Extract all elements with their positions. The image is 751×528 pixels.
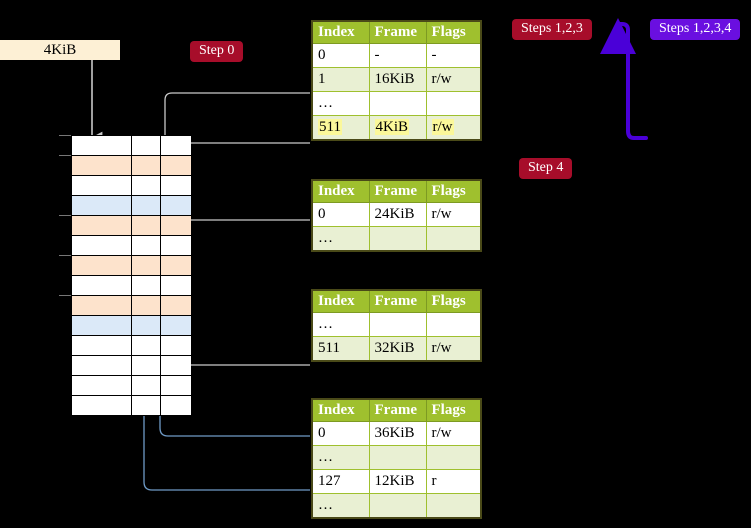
cell-flags (425, 445, 482, 470)
cell-frame: 4KiB (368, 115, 427, 140)
cell-frame: 12KiB (368, 469, 427, 494)
table-header-row: Index Frame Flags (311, 398, 482, 422)
cell-index: 0 (311, 421, 370, 446)
cell-index: … (311, 493, 370, 518)
table-row: … (311, 445, 482, 470)
physical-memory-column (71, 135, 191, 416)
table-header-row: Index Frame Flags (311, 179, 482, 203)
column-header-index: Index (311, 20, 370, 44)
table-row: … (311, 493, 482, 518)
cell-flags (425, 226, 482, 251)
highlight: 4KiB (374, 118, 410, 135)
cell-index: 511 (311, 336, 370, 361)
cell-flags: r/w (425, 67, 482, 92)
cell-index: 1 (311, 67, 370, 92)
highlight: r/w (431, 118, 454, 135)
table-row: … (311, 91, 482, 116)
column-header-frame: Frame (368, 289, 427, 313)
badge-steps-123: Steps 1,2,3 (512, 19, 592, 40)
table-row: 0-- (311, 43, 482, 68)
memory-column-divider (160, 136, 161, 416)
cell-index: 0 (311, 202, 370, 227)
cell-frame: 16KiB (368, 67, 427, 92)
badge-step-4: Step 4 (519, 158, 573, 179)
cell-flags: r/w (425, 202, 482, 227)
table-row: … (311, 226, 482, 251)
column-header-flags: Flags (425, 398, 482, 422)
cell-frame (368, 493, 427, 518)
table-row: 511 4KiB r/w (311, 115, 482, 140)
table-row: … (311, 312, 482, 337)
column-header-flags: Flags (425, 20, 482, 44)
cell-flags: r/w (425, 336, 482, 361)
cell-frame (368, 226, 427, 251)
wire-t1-row511 (174, 142, 310, 164)
column-header-index: Index (311, 289, 370, 313)
cell-frame: 24KiB (368, 202, 427, 227)
badge-steps-1234: Steps 1,2,3,4 (650, 19, 741, 40)
memory-column-divider (131, 136, 132, 416)
memory-row-tick (59, 255, 71, 256)
cell-index: … (311, 312, 370, 337)
column-header-frame: Frame (368, 20, 427, 44)
table-header-row: Index Frame Flags (311, 20, 482, 44)
column-header-frame: Frame (368, 179, 427, 203)
cell-index: 127 (311, 469, 370, 494)
cell-index: … (311, 226, 370, 251)
size-label-4kib: 4KiB (0, 40, 120, 60)
memory-row-tick (59, 215, 71, 216)
cell-frame (368, 91, 427, 116)
cell-frame: 36KiB (368, 421, 427, 446)
cell-index: 511 (311, 115, 370, 140)
cell-flags: r (425, 469, 482, 494)
badge-step-0: Step 0 (190, 41, 244, 62)
column-header-frame: Frame (368, 398, 427, 422)
wire-t2-row0 (177, 219, 310, 258)
wire-steps-bracket (600, 18, 648, 140)
highlight: 511 (318, 118, 342, 135)
size-label-text: 4KiB (43, 42, 77, 58)
column-header-index: Index (311, 398, 370, 422)
column-header-flags: Flags (425, 179, 482, 203)
cell-flags: - (425, 43, 482, 68)
memory-row-tick (59, 135, 71, 136)
column-header-index: Index (311, 179, 370, 203)
cell-flags (425, 91, 482, 116)
column-header-flags: Flags (425, 289, 482, 313)
cell-flags: r/w (425, 115, 482, 140)
cell-flags (425, 493, 482, 518)
memory-row-tick (59, 295, 71, 296)
cell-flags: r/w (425, 421, 482, 446)
memory-row-tick (59, 155, 71, 156)
cell-index: … (311, 445, 370, 470)
table-header-row: Index Frame Flags (311, 289, 482, 313)
cell-frame (368, 312, 427, 337)
cell-frame: - (368, 43, 427, 68)
wire-t3-row511 (172, 312, 310, 366)
cell-flags (425, 312, 482, 337)
cell-frame (368, 445, 427, 470)
cell-index: 0 (311, 43, 370, 68)
cell-index: … (311, 91, 370, 116)
cell-frame: 32KiB (368, 336, 427, 361)
